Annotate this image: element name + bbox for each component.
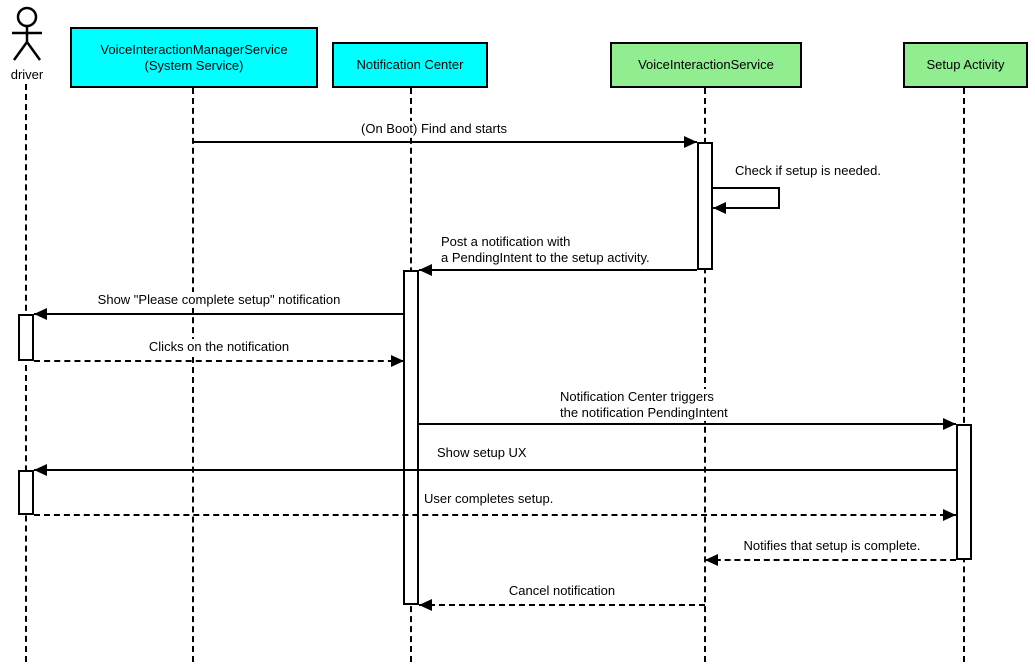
participant-label: Setup Activity xyxy=(926,57,1005,72)
lifeline-voice-interaction-manager-service xyxy=(192,88,194,662)
message-line-user-completes-setup xyxy=(34,514,956,516)
message-label: Check if setup is needed. xyxy=(733,163,883,179)
participant-label: VoiceInteractionService xyxy=(638,57,774,72)
arrowhead-icon xyxy=(391,355,404,367)
lifeline-setup-activity xyxy=(963,88,965,662)
message-line-on-boot-find-and-starts xyxy=(193,141,697,143)
activation-driver-2 xyxy=(18,470,34,515)
arrowhead-icon xyxy=(943,509,956,521)
message-line-notifies-setup-complete xyxy=(705,559,956,561)
message-label: Notification Center triggers the notific… xyxy=(558,389,730,421)
stick-figure-icon xyxy=(12,6,42,61)
message-line-show-setup-notification xyxy=(34,313,404,315)
self-message-top-line xyxy=(713,187,780,189)
arrowhead-icon xyxy=(34,464,47,476)
message-label: Show setup UX xyxy=(435,445,529,461)
participant-label: VoiceInteractionManagerService (System S… xyxy=(100,41,288,73)
participant-label: Notification Center xyxy=(356,57,464,72)
lifeline-driver xyxy=(25,84,27,662)
actor-driver: driver xyxy=(4,6,50,82)
participant-voice-interaction-manager-service: VoiceInteractionManagerService (System S… xyxy=(70,27,318,88)
arrowhead-icon xyxy=(34,308,47,320)
message-label: Clicks on the notification xyxy=(146,339,292,355)
participant-voice-interaction-service: VoiceInteractionService xyxy=(610,42,802,88)
message-line-clicks-notification xyxy=(34,360,404,362)
message-line-show-setup-ux xyxy=(34,469,956,471)
message-line-post-notification xyxy=(419,269,697,271)
activation-notification-center xyxy=(403,270,419,605)
arrowhead-icon xyxy=(943,418,956,430)
message-label: (On Boot) Find and starts xyxy=(359,121,509,137)
activation-voice-interaction-service xyxy=(697,142,713,270)
message-label: Show "Please complete setup" notificatio… xyxy=(95,292,343,308)
message-label: Post a notification with a PendingIntent… xyxy=(439,234,652,266)
arrowhead-icon xyxy=(419,264,432,276)
self-message-bottom-line xyxy=(713,207,780,209)
message-label: Notifies that setup is complete. xyxy=(741,538,923,554)
message-label: Cancel notification xyxy=(506,583,618,599)
message-label: User completes setup. xyxy=(422,491,556,507)
arrowhead-icon xyxy=(713,202,726,214)
arrowhead-icon xyxy=(684,136,697,148)
lifeline-voice-interaction-service xyxy=(704,88,706,662)
message-line-triggers-pending-intent xyxy=(419,423,956,425)
activation-driver-1 xyxy=(18,314,34,361)
actor-label: driver xyxy=(10,67,44,82)
self-message-vertical-line xyxy=(778,187,780,209)
participant-setup-activity: Setup Activity xyxy=(903,42,1028,88)
arrowhead-icon xyxy=(705,554,718,566)
message-line-cancel-notification xyxy=(419,604,705,606)
activation-setup-activity xyxy=(956,424,972,560)
arrowhead-icon xyxy=(419,599,432,611)
participant-notification-center: Notification Center xyxy=(332,42,488,88)
